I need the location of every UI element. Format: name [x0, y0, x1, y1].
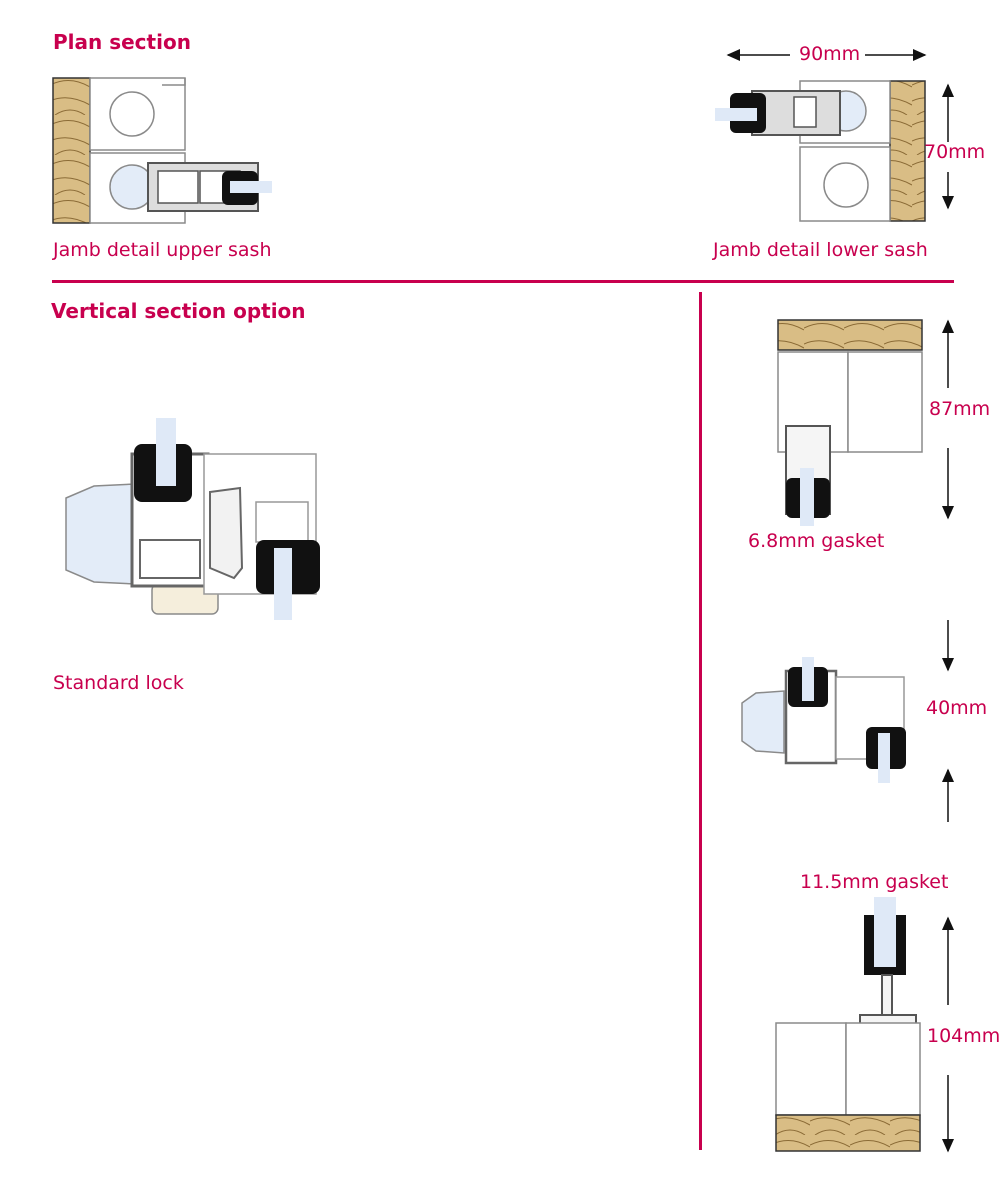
head-detail-drawing — [777, 319, 923, 526]
height-104-arrows — [942, 916, 954, 1153]
glass-pane-lower — [274, 548, 292, 620]
sill-profile-left — [775, 1022, 847, 1116]
sill-profile-right — [845, 1022, 921, 1116]
glass-pane — [715, 108, 757, 121]
height-104-dimension: 104mm — [927, 1025, 1000, 1047]
horizontal-divider — [52, 280, 954, 283]
plan-section-heading: Plan section — [53, 30, 191, 54]
height-40-dimension: 40mm — [926, 697, 988, 719]
height-40-arrows — [942, 620, 954, 822]
lock-cover — [741, 690, 785, 754]
head-profile-right — [847, 351, 923, 453]
timber-block — [777, 319, 923, 351]
frame-chamber — [823, 162, 869, 208]
frame-lip — [162, 78, 186, 86]
glazing-gasket — [864, 915, 906, 975]
standard-lock-caption: Standard lock — [53, 672, 184, 694]
glass-pane — [800, 468, 814, 526]
glass-pane-upper — [802, 657, 814, 701]
jamb-lower-sash-drawing — [715, 80, 926, 222]
sash-chamber — [793, 96, 817, 128]
height-70-dimension: 70mm — [924, 141, 986, 163]
jamb-upper-sash-drawing — [52, 77, 272, 224]
sash-chamber — [157, 170, 199, 204]
height-87-dimension: 87mm — [929, 398, 991, 420]
glass-pane — [230, 181, 272, 193]
glass-pane-upper — [156, 418, 176, 486]
sill-detail-drawing — [775, 897, 921, 1152]
timber-block — [52, 77, 91, 224]
glass-pane-lower — [878, 733, 890, 783]
upper-sash-inner — [139, 539, 201, 579]
meeting-rail-interlock — [209, 486, 244, 580]
width-dimension-arrows — [726, 49, 927, 61]
gasket-small-caption: 6.8mm gasket — [748, 530, 885, 552]
glass-pane — [874, 897, 896, 967]
lock-cover — [65, 483, 137, 585]
frame-chamber — [109, 91, 155, 137]
timber-block — [889, 80, 926, 222]
jamb-lower-caption: Jamb detail lower sash — [713, 239, 928, 261]
height-70-arrows — [942, 83, 954, 210]
meeting-rail-drawing — [741, 657, 906, 783]
vertical-section-heading: Vertical section option — [51, 299, 306, 323]
height-87-arrows — [942, 319, 954, 520]
vertical-divider — [699, 292, 702, 1150]
sash-stem — [881, 974, 893, 1016]
gasket-large-caption: 11.5mm gasket — [800, 871, 949, 893]
width-90-dimension: 90mm — [799, 43, 861, 65]
standard-lock-drawing — [65, 418, 320, 620]
lower-sash-chamber — [255, 501, 309, 543]
jamb-upper-caption: Jamb detail upper sash — [53, 239, 272, 261]
timber-block — [775, 1114, 921, 1152]
